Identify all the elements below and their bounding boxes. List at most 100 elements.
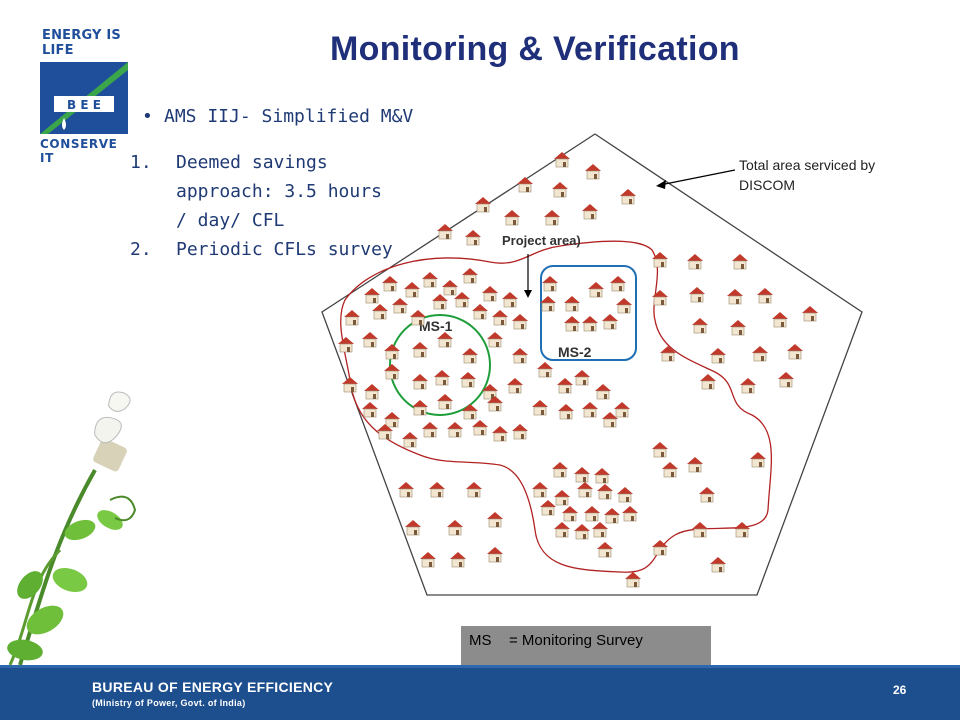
item-text: Periodic CFLs survey [176,239,393,260]
house-icon [584,506,600,522]
house-icon [492,426,508,442]
house-icon [660,346,676,362]
item-number: 1. [130,152,152,173]
house-icon [687,457,703,473]
house-icon [652,540,668,556]
house-icon [542,276,558,292]
total-area-label-line1: Total area serviced by [739,157,875,173]
house-icon [557,378,573,394]
house-icon [617,487,633,503]
logo-emblem-graphic: B E E [40,62,128,134]
house-icon [687,254,703,270]
house-icon [487,396,503,412]
house-icon [616,298,632,314]
house-icon [364,288,380,304]
ms1-label: MS-1 [419,318,453,334]
numbered-item: 2. Periodic CFLs survey [130,235,400,264]
house-icon [412,400,428,416]
footer-org-subtitle: (Ministry of Power, Govt. of India) [92,698,246,708]
total-area-arrowhead [656,180,666,189]
house-icon [512,314,528,330]
house-icon [602,412,618,428]
house-icon [384,344,400,360]
legend-meaning: = Monitoring Survey [509,632,643,649]
house-icon [554,152,570,168]
item-number: 2. [130,239,152,260]
house-icon [787,344,803,360]
house-icon [532,482,548,498]
house-icon [562,506,578,522]
house-icon [482,384,498,400]
house-icon [432,294,448,310]
house-icon [412,342,428,358]
house-icon [710,557,726,573]
house-icon [532,400,548,416]
house-icon [582,204,598,220]
house-icon [558,404,574,420]
house-icon [582,316,598,332]
house-icon [454,292,470,308]
house-icon [689,287,705,303]
house-icon [465,230,481,246]
house-icon [404,282,420,298]
house-icon [412,374,428,390]
house-icon [602,314,618,330]
house-icon [577,482,593,498]
house-icon [652,252,668,268]
house-icon [487,547,503,563]
logo-tagline-top: ENERGY IS LIFE [42,28,121,58]
house-icon [730,320,746,336]
total-area-arrow [659,169,736,186]
ms2-label: MS-2 [558,344,592,360]
house-icon [384,364,400,380]
house-icon [462,404,478,420]
house-icon [595,384,611,400]
legend-abbr: MS [469,632,492,649]
logo-tagline-bottom: CONSERVE IT [40,137,118,165]
house-icon [447,422,463,438]
footer-bar: BUREAU OF ENERGY EFFICIENCY (Ministry of… [0,665,960,720]
house-icon [492,310,508,326]
footer-org-name: BUREAU OF ENERGY EFFICIENCY [92,679,334,695]
house-icon [338,337,354,353]
house-icon [652,442,668,458]
house-icon [422,422,438,438]
bullet-dot-icon: • [142,106,153,127]
house-icon [487,332,503,348]
house-icon [472,420,488,436]
house-icon [604,508,620,524]
house-icon [594,468,610,484]
house-icon [652,290,668,306]
ms2-survey-rect [540,265,637,361]
house-icon [552,462,568,478]
house-icon [422,272,438,288]
house-icon [487,512,503,528]
house-icon [482,286,498,302]
logo-emblem: B E E [40,62,128,134]
house-icon [377,424,393,440]
house-icon [564,296,580,312]
house-icon [517,177,533,193]
house-icon [554,490,570,506]
house-icon [610,276,626,292]
house-icon [447,520,463,536]
house-icon [437,224,453,240]
house-icon [420,552,436,568]
logo-box-text: B E E [67,98,101,112]
house-icon [437,394,453,410]
house-icon [692,522,708,538]
numbered-item: 1. Deemed savings approach: 3.5 hours / … [130,148,400,235]
house-icon [692,318,708,334]
house-icon [342,377,358,393]
house-icon [574,370,590,386]
house-icon [512,424,528,440]
legend-box: MS = Monitoring Survey [461,626,711,666]
house-icon [507,378,523,394]
house-icon [540,500,556,516]
house-icon [699,487,715,503]
house-icon [574,524,590,540]
house-icon [398,482,414,498]
house-icon [382,276,398,292]
discom-area-pentagon [321,133,863,596]
house-icon [392,298,408,314]
